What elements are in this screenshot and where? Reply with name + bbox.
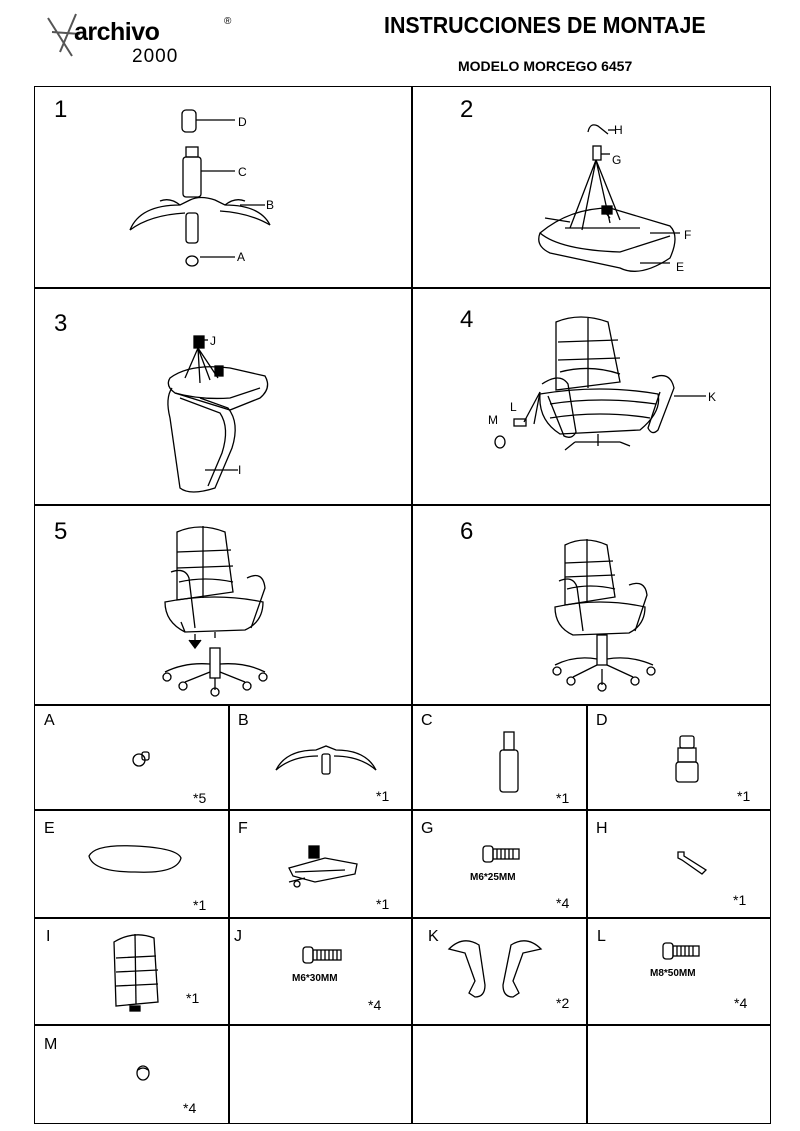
grid-divider bbox=[35, 287, 770, 289]
part-J-qty: *4 bbox=[368, 997, 382, 1013]
step-1-illustration bbox=[129, 109, 271, 267]
part-L-bolt-icon bbox=[662, 942, 700, 960]
callout-C: C bbox=[238, 165, 247, 179]
part-M-cap-icon bbox=[136, 1065, 150, 1081]
step-4-illustration bbox=[494, 316, 706, 451]
part-F-qty: *1 bbox=[376, 896, 390, 912]
part-J-spec: M6*30MM bbox=[292, 973, 338, 984]
callout-J: J bbox=[210, 334, 216, 348]
part-L-qty: *4 bbox=[734, 995, 748, 1011]
callout-L: L bbox=[510, 400, 517, 414]
part-I-backrest-icon bbox=[113, 933, 159, 1012]
part-M-qty: *4 bbox=[183, 1100, 197, 1116]
part-K-label: K bbox=[428, 928, 439, 945]
callout-I: I bbox=[238, 463, 242, 477]
callout-K: K bbox=[708, 390, 717, 404]
grid-divider bbox=[228, 704, 230, 1123]
part-D-cover-icon bbox=[675, 735, 699, 783]
part-E-label: E bbox=[44, 820, 55, 837]
brand-logo: archivo ® 2000 bbox=[46, 12, 231, 67]
part-H-allen-key-icon bbox=[677, 851, 708, 875]
step-6-illustration bbox=[552, 539, 656, 692]
part-F-mechanism-icon bbox=[288, 845, 358, 888]
part-F-label: F bbox=[238, 820, 248, 837]
part-G-label: G bbox=[421, 820, 434, 837]
part-D-label: D bbox=[596, 712, 608, 729]
step-5-illustration bbox=[162, 526, 268, 697]
grid-divider bbox=[411, 87, 413, 1123]
callout-F: F bbox=[684, 228, 692, 242]
callout-A: A bbox=[237, 250, 246, 264]
callout-B: B bbox=[266, 198, 275, 212]
step-2-number: 2 bbox=[460, 96, 474, 123]
grid-divider bbox=[35, 504, 770, 506]
part-C-label: C bbox=[421, 712, 433, 729]
instruction-grid bbox=[34, 86, 771, 1124]
step-3-illustration bbox=[167, 335, 269, 493]
part-C-qty: *1 bbox=[556, 790, 570, 806]
grid-divider bbox=[35, 704, 770, 706]
part-A-qty: *5 bbox=[193, 790, 207, 806]
part-I-label: I bbox=[46, 928, 51, 945]
model-subtitle: MODELO MORCEGO 6457 bbox=[458, 58, 633, 74]
part-M-label: M bbox=[44, 1036, 58, 1053]
step-4-number: 4 bbox=[460, 306, 474, 333]
part-B-qty: *1 bbox=[376, 788, 390, 804]
part-L-spec: M8*50MM bbox=[650, 968, 696, 979]
part-B-label: B bbox=[238, 712, 249, 729]
step-2-illustration bbox=[538, 124, 680, 272]
callout-H: H bbox=[614, 123, 623, 137]
grid-divider bbox=[35, 809, 770, 811]
callout-M: M bbox=[488, 413, 498, 427]
step-6-number: 6 bbox=[460, 518, 474, 545]
part-E-seat-icon bbox=[88, 845, 182, 873]
callout-E: E bbox=[676, 260, 685, 274]
part-C-gas-lift-icon bbox=[499, 731, 519, 793]
step-5-number: 5 bbox=[54, 518, 68, 545]
part-B-base-icon bbox=[275, 745, 377, 775]
part-D-qty: *1 bbox=[737, 788, 751, 804]
step-1-number: 1 bbox=[54, 96, 68, 123]
part-G-spec: M6*25MM bbox=[470, 872, 516, 883]
part-E-qty: *1 bbox=[193, 897, 207, 913]
part-H-qty: *1 bbox=[733, 892, 747, 908]
part-G-qty: *4 bbox=[556, 895, 570, 911]
part-L-label: L bbox=[597, 928, 606, 945]
step-3-number: 3 bbox=[54, 310, 68, 337]
callout-G: G bbox=[612, 153, 622, 167]
grid-divider bbox=[586, 704, 588, 1123]
logo-registered-mark: ® bbox=[224, 16, 232, 27]
grid-divider bbox=[35, 917, 770, 919]
page-title: INSTRUCCIONES DE MONTAJE bbox=[384, 12, 706, 38]
part-A-caster-icon bbox=[132, 751, 150, 767]
part-I-qty: *1 bbox=[186, 990, 200, 1006]
part-K-armrests-icon bbox=[447, 940, 543, 998]
part-A-label: A bbox=[44, 712, 55, 729]
callout-D: D bbox=[238, 115, 247, 129]
grid-divider bbox=[35, 1024, 770, 1026]
logo-word: archivo bbox=[74, 18, 160, 46]
part-G-bolt-icon bbox=[482, 845, 520, 863]
part-J-label: J bbox=[234, 928, 242, 945]
part-H-label: H bbox=[596, 820, 608, 837]
logo-mark-icon bbox=[47, 13, 81, 57]
logo-number: 2000 bbox=[132, 46, 179, 67]
part-J-bolt-icon bbox=[302, 946, 342, 964]
part-K-qty: *2 bbox=[556, 995, 570, 1011]
